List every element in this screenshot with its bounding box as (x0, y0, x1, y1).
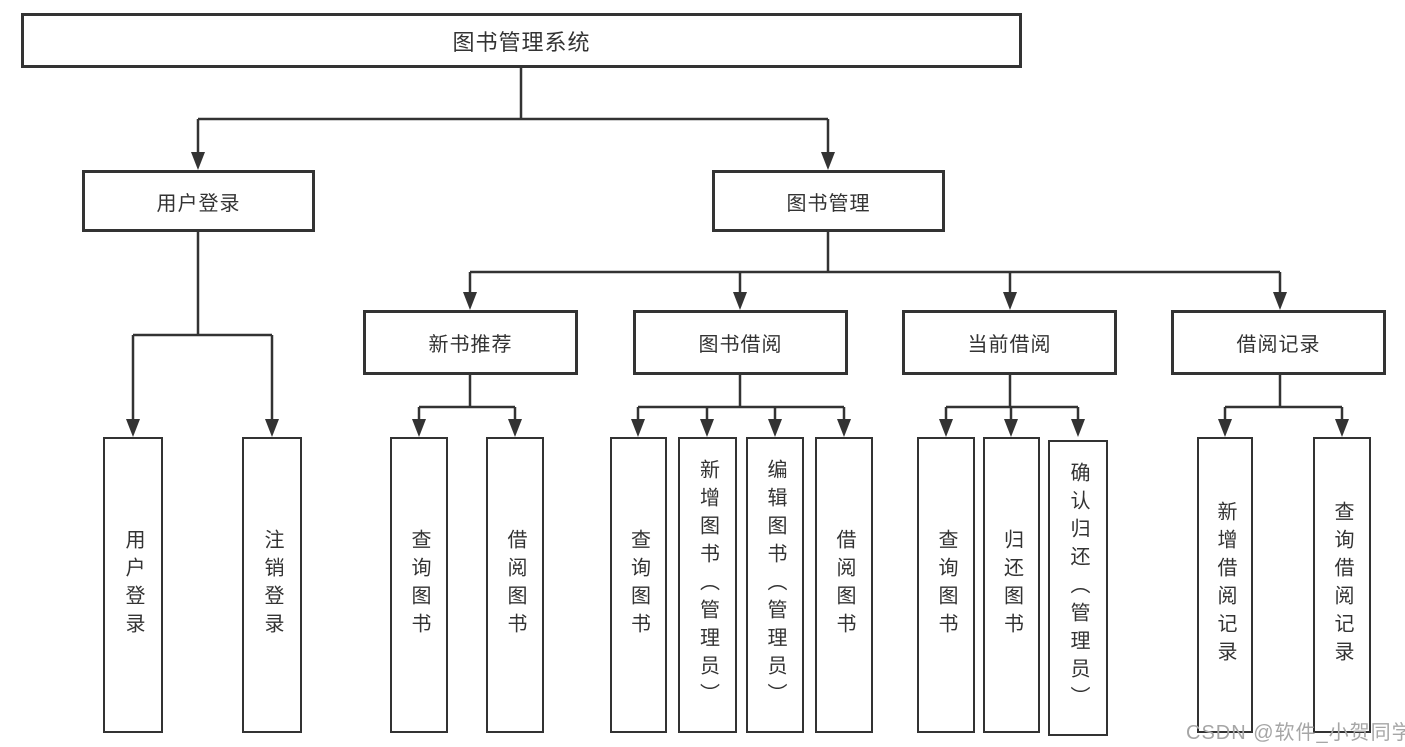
leaf-logout: 注销登录 (242, 437, 302, 733)
leaf-edit-book-admin-label: 编辑图书（管理员） (764, 459, 786, 711)
leaf-borrow-book-recommend-label: 借阅图书 (504, 529, 526, 641)
leaf-query-book-current-label: 查询图书 (935, 529, 957, 641)
leaf-confirm-return-admin: 确认归还（管理员） (1048, 440, 1108, 736)
node-current-borrow: 当前借阅 (902, 310, 1117, 375)
leaf-query-book-recommend-label: 查询图书 (408, 529, 430, 641)
leaf-query-borrow-record: 查询借阅记录 (1313, 437, 1371, 733)
leaf-add-borrow-record: 新增借阅记录 (1197, 437, 1253, 733)
leaf-add-borrow-record-label: 新增借阅记录 (1214, 501, 1236, 669)
node-library-system-label: 图书管理系统 (452, 29, 591, 55)
node-new-book-recommend-label: 新书推荐 (428, 334, 513, 356)
leaf-query-book-current: 查询图书 (917, 437, 975, 733)
node-current-borrow-label: 当前借阅 (967, 334, 1052, 356)
node-library-system: 图书管理系统 (21, 13, 1022, 68)
node-book-management-label: 图书管理 (786, 192, 871, 215)
leaf-logout-label: 注销登录 (261, 529, 283, 641)
leaf-return-book: 归还图书 (983, 437, 1040, 733)
node-user-login-label: 用户登录 (156, 192, 241, 215)
node-book-management: 图书管理 (712, 170, 945, 232)
leaf-borrow-book: 借阅图书 (815, 437, 873, 733)
leaf-borrow-book-recommend: 借阅图书 (486, 437, 544, 733)
leaf-borrow-book-label: 借阅图书 (833, 529, 855, 641)
node-new-book-recommend: 新书推荐 (363, 310, 578, 375)
watermark-text: CSDN @软件_小贺同学 (1186, 722, 1405, 744)
node-borrow-records: 借阅记录 (1171, 310, 1386, 375)
leaf-user-login-label: 用户登录 (122, 529, 144, 641)
leaf-confirm-return-admin-label: 确认归还（管理员） (1067, 462, 1089, 714)
leaf-query-borrow-record-label: 查询借阅记录 (1331, 501, 1353, 669)
leaf-query-book-recommend: 查询图书 (390, 437, 448, 733)
leaf-add-book-admin-label: 新增图书（管理员） (696, 459, 719, 711)
node-user-login: 用户登录 (82, 170, 315, 232)
leaf-query-book-borrow-label: 查询图书 (627, 529, 650, 641)
leaf-user-login: 用户登录 (103, 437, 163, 733)
node-book-borrow: 图书借阅 (633, 310, 848, 375)
leaf-add-book-admin: 新增图书（管理员） (678, 437, 737, 733)
node-book-borrow-label: 图书借阅 (698, 334, 783, 356)
arrowhead-icons (126, 152, 1349, 437)
leaf-query-book-borrow: 查询图书 (610, 437, 667, 733)
leaf-return-book-label: 归还图书 (1000, 529, 1023, 641)
leaf-edit-book-admin: 编辑图书（管理员） (746, 437, 804, 733)
node-borrow-records-label: 借阅记录 (1236, 334, 1321, 356)
